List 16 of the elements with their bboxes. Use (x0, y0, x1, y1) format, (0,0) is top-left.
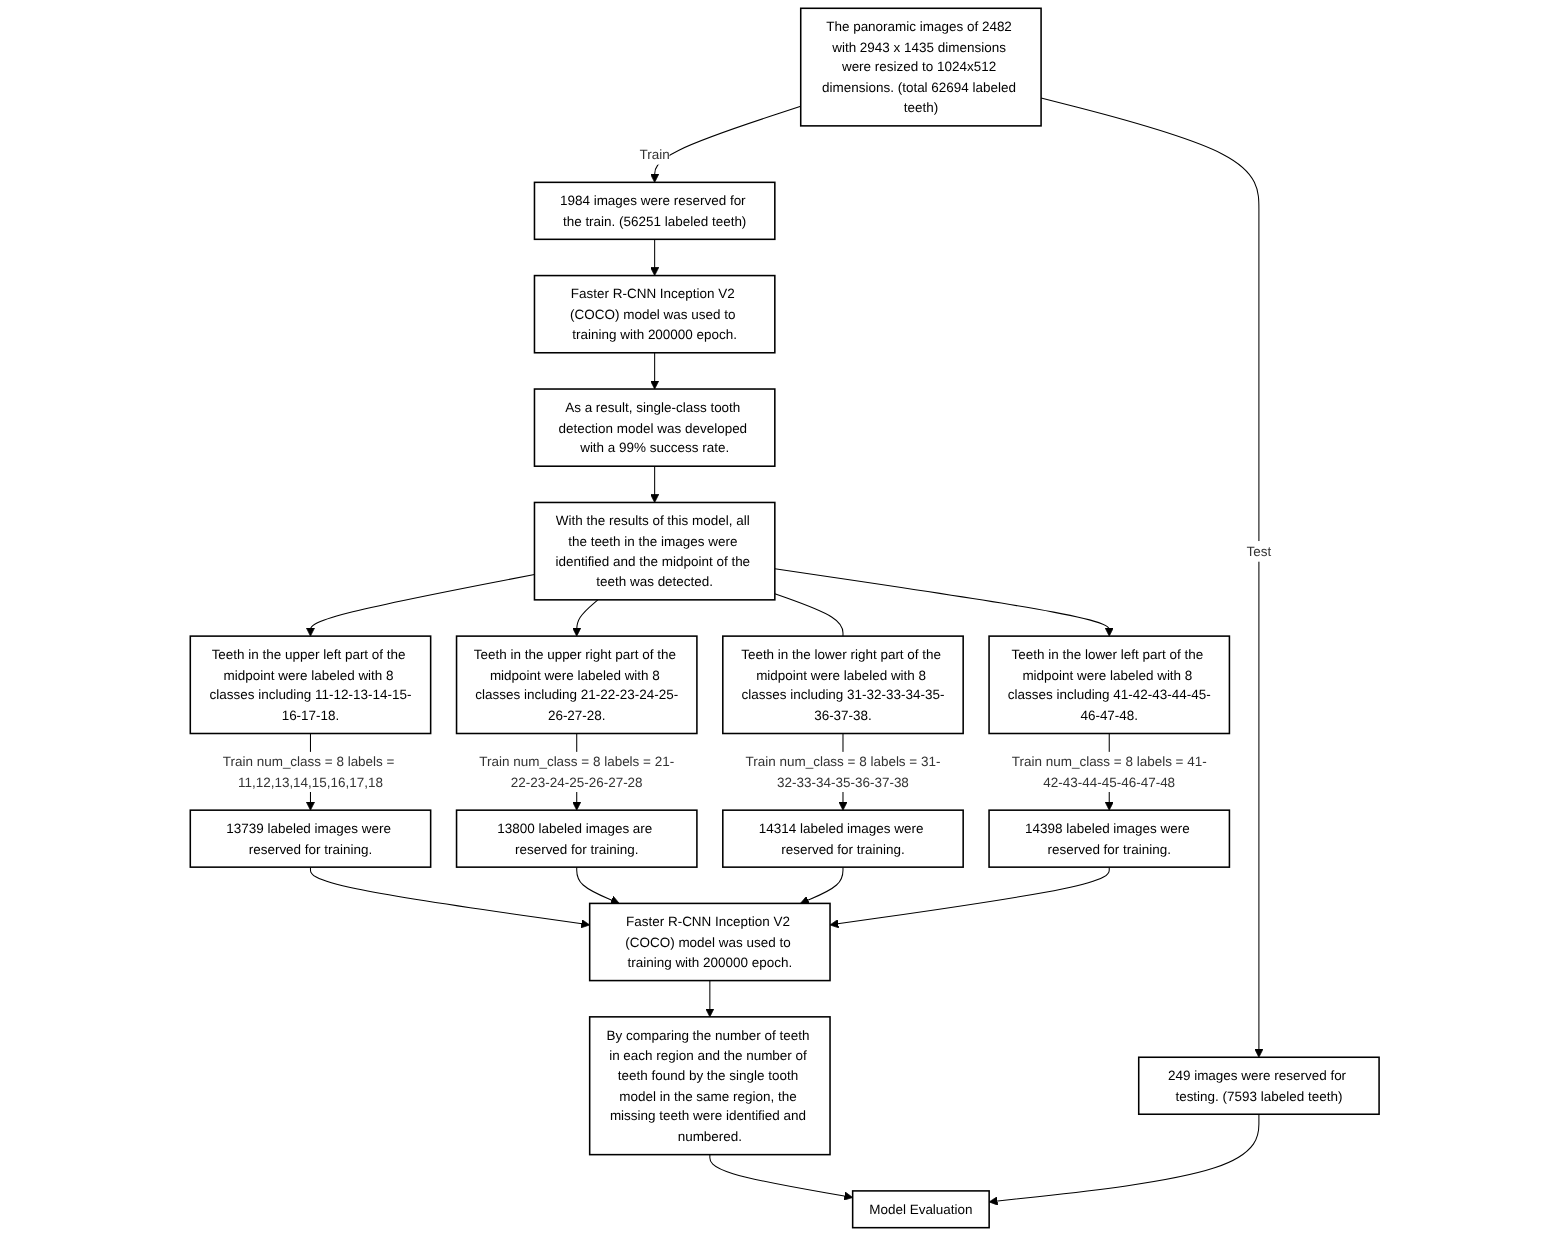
arrow (828, 866, 1110, 929)
arrow (305, 573, 535, 637)
arrow (799, 866, 843, 905)
arrow (571, 599, 598, 637)
arrow (988, 1113, 1259, 1206)
arrow (649, 465, 659, 503)
arrow (649, 105, 801, 183)
arrow (309, 866, 590, 929)
arrow (649, 352, 659, 390)
arrow (575, 866, 619, 905)
arrow (649, 238, 659, 276)
arrow (708, 1154, 853, 1201)
arrow (1039, 97, 1263, 1058)
arrow (773, 568, 1114, 637)
connector (773, 593, 843, 637)
arrow (704, 980, 714, 1018)
